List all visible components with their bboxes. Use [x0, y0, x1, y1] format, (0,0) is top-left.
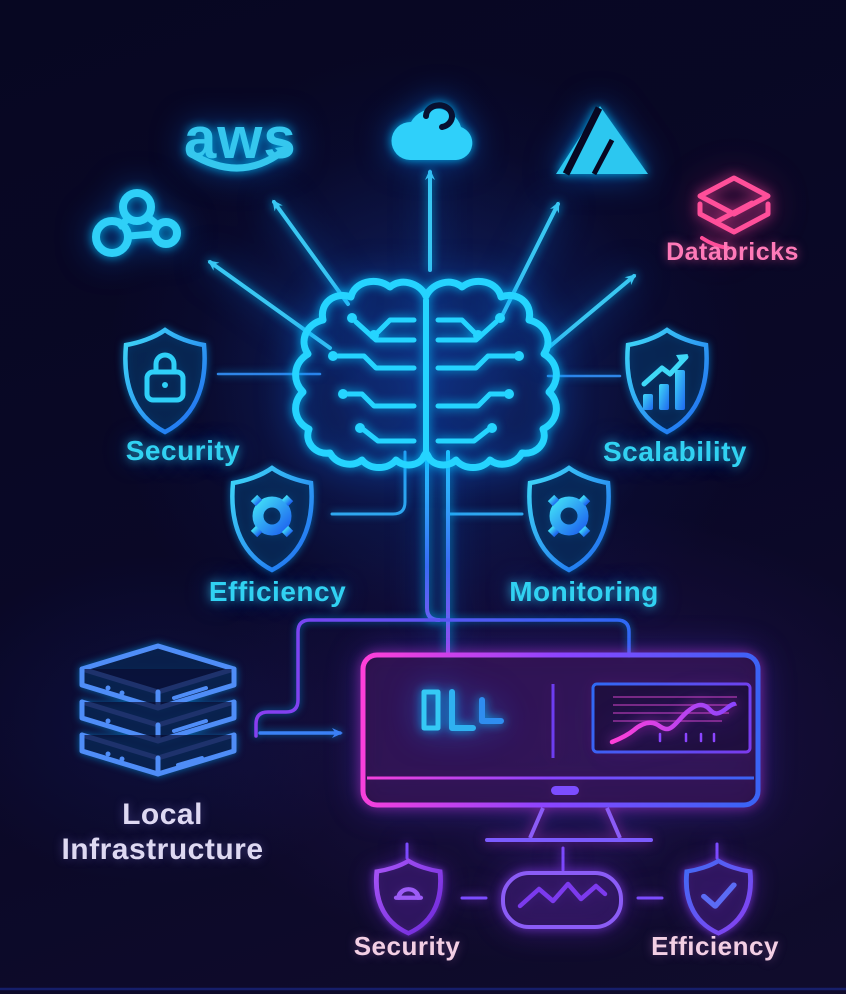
aws-logo: aws: [184, 106, 296, 172]
security-label: Security: [125, 435, 241, 466]
gear-icon: [543, 490, 595, 542]
growth-chart-icon: [641, 354, 689, 410]
screen-line-chart: [591, 682, 752, 754]
shield-monitoring: [529, 468, 608, 570]
cloud-arrows: [207, 169, 637, 350]
connector-lines: [216, 372, 719, 900]
power-pill: [551, 786, 579, 795]
shield-check-icon: [686, 861, 750, 933]
shield-security: [125, 330, 204, 432]
lock-icon: [144, 352, 186, 403]
arrow-to-databricks: [546, 274, 637, 350]
screen-bar-glyphs: [421, 689, 504, 731]
aws-smile-icon: [186, 147, 287, 172]
local-infrastructure-line2: Infrastructure: [61, 833, 264, 866]
brain-circuit-icon: [292, 281, 557, 467]
arrow-to-azure: [498, 201, 560, 322]
bottom-security-label: Security: [353, 931, 461, 961]
monitor-stand: [528, 807, 622, 839]
databricks-logo: [697, 175, 771, 250]
network-nodes-icon: [92, 189, 181, 257]
databricks-label: Databricks: [666, 238, 799, 266]
activity-chart-icon: [501, 871, 623, 929]
shield-scalability: [627, 330, 706, 432]
scalability-label: Scalability: [602, 436, 747, 467]
arrow-to-network: [207, 260, 332, 350]
bottom-efficiency-label: Efficiency: [651, 931, 779, 961]
shield-lock-small-icon: [376, 861, 440, 933]
local-infrastructure-label: Local Infrastructure: [35, 797, 290, 867]
gear-icon: [246, 490, 298, 542]
monitor-dashboard-icon: [360, 652, 761, 842]
cloud-icon: [391, 102, 473, 160]
lock-icon: [393, 887, 424, 900]
arrow-to-aws: [272, 199, 350, 306]
azure-logo: [556, 106, 648, 176]
server-stack-icon: [79, 643, 237, 777]
local-infrastructure-line1: Local: [122, 798, 203, 831]
check-icon: [701, 882, 737, 909]
efficiency-label: Efficiency: [208, 576, 347, 607]
shield-efficiency: [232, 468, 311, 570]
monitoring-label: Monitoring: [509, 576, 659, 607]
